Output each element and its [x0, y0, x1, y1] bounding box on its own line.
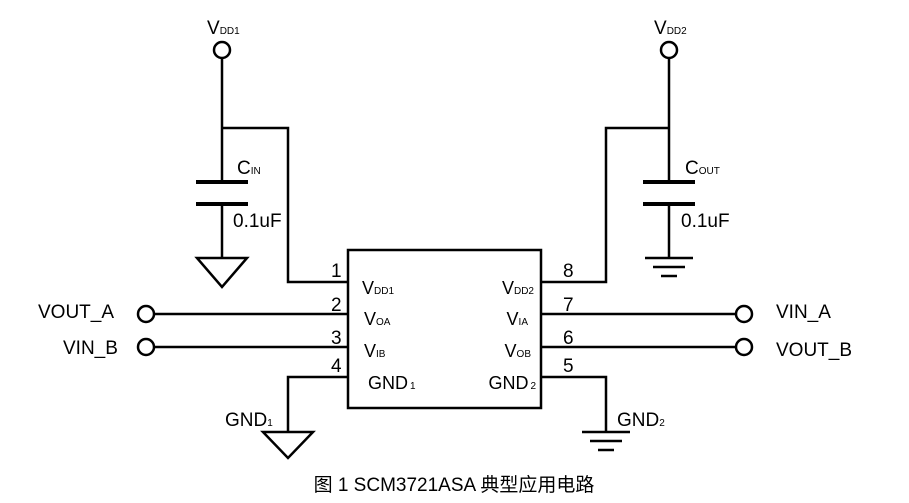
pin-6-name: VOB	[505, 341, 532, 361]
pin-2-number: 2	[331, 295, 342, 316]
pin-7-number: 7	[563, 295, 574, 316]
pin-8-name: VDD2	[502, 278, 534, 298]
gnd1-label: GND1	[225, 410, 273, 431]
cout-value: 0.1uF	[681, 211, 730, 232]
vout-b-terminal	[734, 337, 754, 357]
cin-label: CIN	[237, 158, 261, 179]
pin-3-number: 3	[331, 328, 342, 349]
gnd1-symbol	[260, 430, 316, 460]
vdd1-terminal	[212, 40, 232, 60]
vdd2-label: VDD2	[654, 18, 687, 39]
cout-label: COUT	[685, 158, 720, 179]
vout-b-label: VOUT_B	[776, 340, 852, 361]
cin-ground-symbol	[194, 256, 250, 289]
pin-5-number: 5	[563, 356, 574, 377]
vin-b-terminal	[136, 337, 156, 357]
pin-7-name: VIA	[507, 309, 529, 329]
pin-1-number: 1	[331, 261, 342, 282]
pin-4-number: 4	[331, 356, 342, 377]
cin-value: 0.1uF	[233, 211, 282, 232]
pin-4-wire	[286, 375, 348, 432]
pin-6-number: 6	[563, 328, 574, 349]
vin-b-label: VIN_B	[63, 338, 118, 359]
pin-8-number: 8	[563, 261, 574, 282]
chip-body	[346, 248, 543, 410]
pin-3-name: VIB	[364, 341, 386, 361]
vdd1-label: VDD1	[207, 18, 240, 39]
pin-5-wire	[541, 375, 608, 432]
vin-a-label: VIN_A	[776, 302, 831, 323]
figure-caption: 图 1 SCM3721ASA 典型应用电路	[314, 474, 595, 496]
pin-1-name: VDD1	[362, 278, 394, 298]
vdd2-to-pin8-wire	[541, 126, 669, 284]
gnd2-label: GND2	[617, 410, 665, 431]
vout-a-label: VOUT_A	[38, 302, 114, 323]
vdd1-to-pin1-wire	[222, 126, 348, 284]
vdd2-terminal	[659, 40, 679, 60]
vin-a-terminal	[734, 304, 754, 324]
vout-a-terminal	[136, 304, 156, 324]
pin-2-name: VOA	[364, 309, 391, 329]
